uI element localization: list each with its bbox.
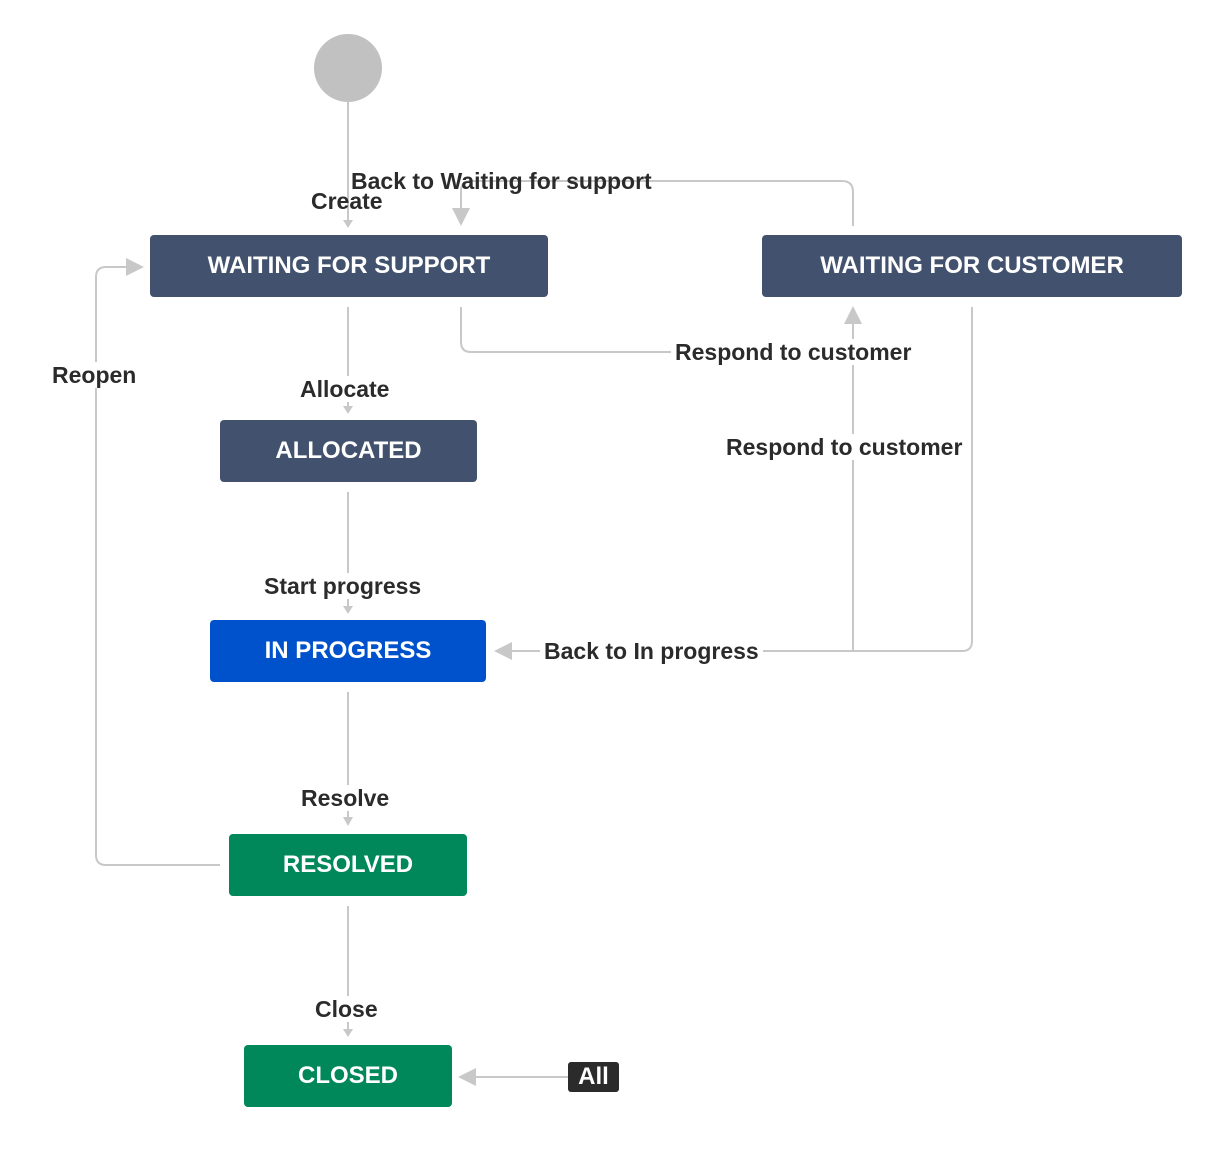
arrowhead-resolve xyxy=(343,817,353,826)
transition-label-create[interactable]: Create xyxy=(311,188,383,214)
transition-label-back-to-in-progress[interactable]: Back to In progress xyxy=(540,638,763,664)
arrowhead-allocate xyxy=(343,406,353,414)
transition-label-back-to-waiting-for-support[interactable]: Back to Waiting for support xyxy=(351,168,652,194)
start-node xyxy=(314,34,382,102)
edge-back-to-in-progress xyxy=(510,307,973,652)
global-transition-all-badge[interactable]: All xyxy=(568,1062,619,1092)
status-resolved[interactable]: RESOLVED xyxy=(229,834,467,896)
status-waiting-for-support[interactable]: WAITING FOR SUPPORT xyxy=(150,235,548,297)
transition-label-reopen[interactable]: Reopen xyxy=(48,362,141,388)
transition-label-respond-to-customer-middle[interactable]: Respond to customer xyxy=(722,434,967,460)
arrowhead-start-progress xyxy=(343,606,353,614)
transition-label-close[interactable]: Close xyxy=(311,996,382,1022)
status-waiting-for-customer[interactable]: WAITING FOR CUSTOMER xyxy=(762,235,1182,297)
arrowhead-back-to-in-progress xyxy=(494,642,512,660)
arrowhead-respond-top xyxy=(844,306,862,324)
transition-label-start-progress[interactable]: Start progress xyxy=(260,573,426,599)
arrowhead-reopen xyxy=(126,258,144,276)
status-allocated[interactable]: ALLOCATED xyxy=(220,420,477,482)
arrowhead-create xyxy=(343,220,353,228)
status-in-progress[interactable]: IN PROGRESS xyxy=(210,620,486,682)
transition-label-allocate[interactable]: Allocate xyxy=(296,376,394,402)
edge-back-to-waiting-support xyxy=(460,180,854,226)
arrowhead-close xyxy=(343,1029,353,1037)
transition-label-resolve[interactable]: Resolve xyxy=(297,785,394,811)
edge-reopen xyxy=(95,266,220,866)
transition-label-respond-to-customer-top[interactable]: Respond to customer xyxy=(671,339,916,365)
arrowhead-all xyxy=(458,1068,476,1086)
status-closed[interactable]: CLOSED xyxy=(244,1045,452,1107)
arrowhead-back-to-waiting-support xyxy=(452,208,470,226)
